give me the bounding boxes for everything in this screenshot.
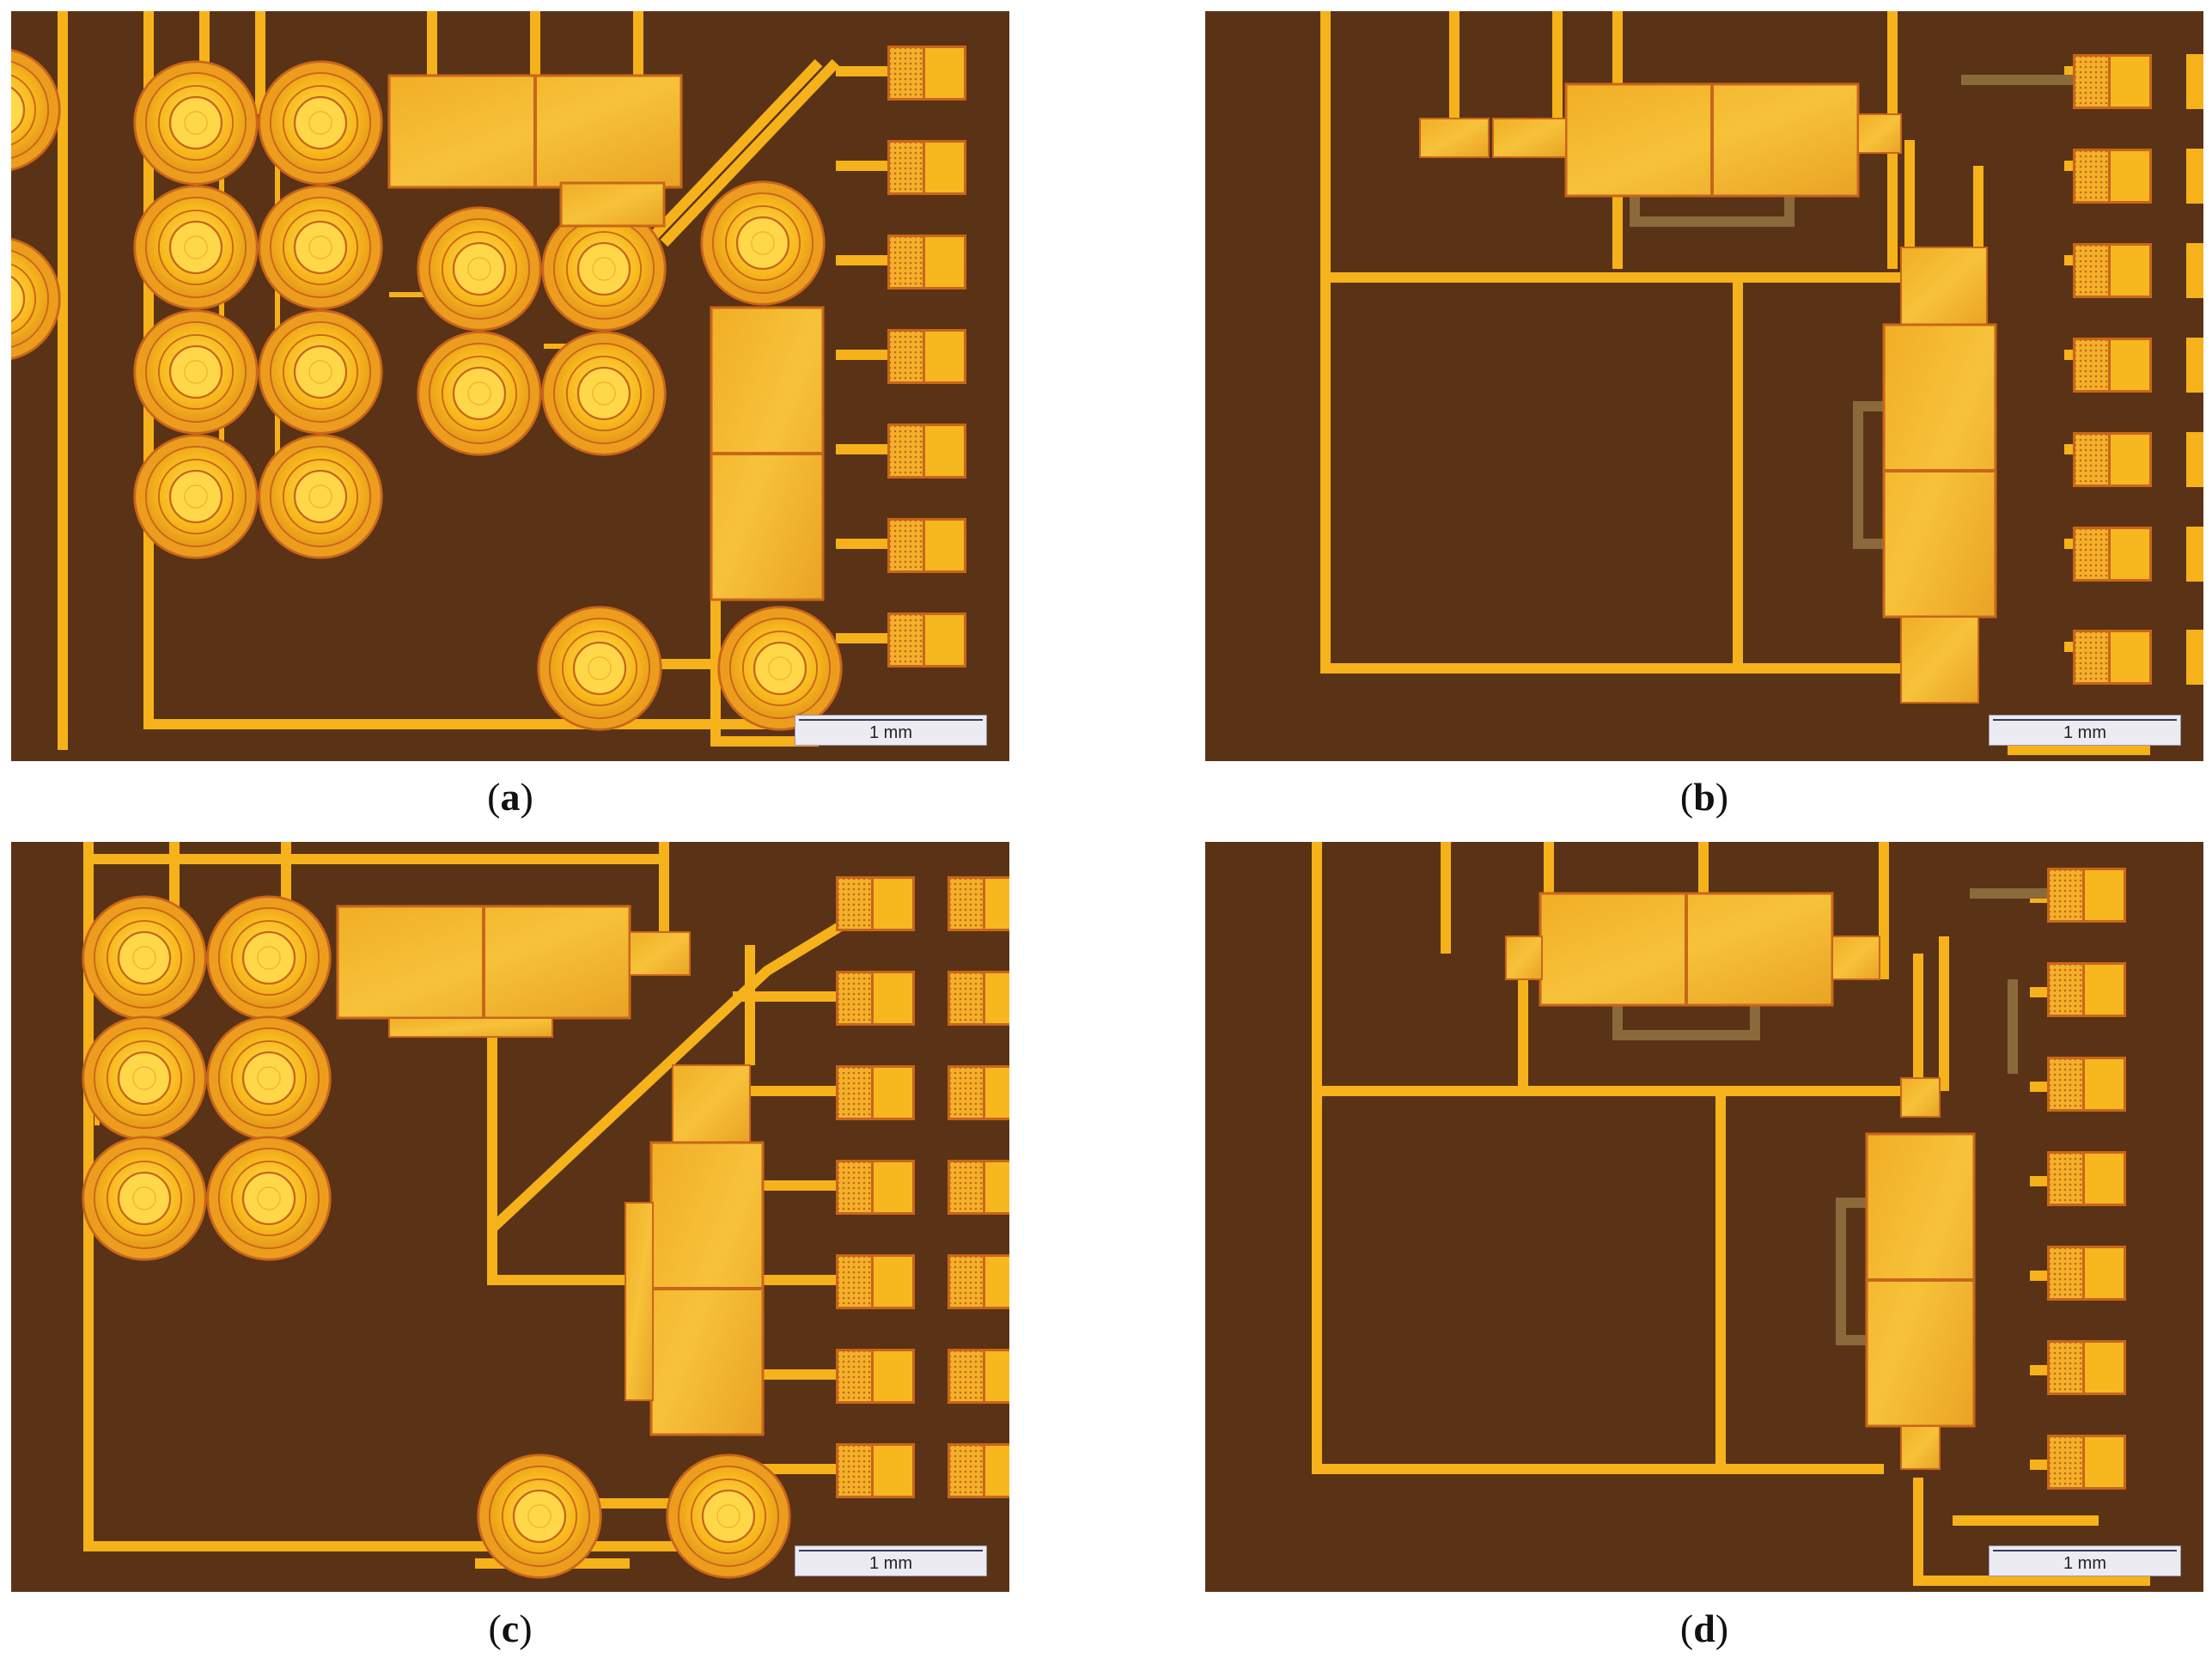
micrograph-panel-c: 1 mm: [11, 842, 1009, 1592]
micrograph-panel-a: 1 mm: [11, 11, 1009, 761]
micrograph-panel-d: 1 mm: [1205, 842, 2203, 1592]
micrograph-a-image: [11, 11, 1009, 761]
scale-bar: 1 mm: [1989, 715, 2181, 746]
scale-bar-line: [799, 1550, 983, 1551]
panel-label-c: (c): [488, 1606, 533, 1650]
micrograph-d-image: [1205, 842, 2203, 1592]
scale-bar: 1 mm: [795, 715, 987, 746]
scale-bar-label: 1 mm: [869, 1554, 912, 1573]
scale-bar-line: [799, 719, 983, 721]
scale-bar-label: 1 mm: [2063, 723, 2106, 742]
panel-label-d: (d): [1679, 1606, 1729, 1650]
micrograph-c-image: [11, 842, 1009, 1592]
micrograph-b-image: [1205, 11, 2203, 761]
scale-bar: 1 mm: [795, 1545, 987, 1576]
panel-label-b: (b): [1679, 775, 1729, 819]
scale-bar-label: 1 mm: [869, 723, 912, 742]
scale-bar-line: [1993, 1550, 2177, 1551]
scale-bar-line: [1993, 719, 2177, 721]
scale-bar: 1 mm: [1989, 1545, 2181, 1576]
micrograph-panel-b: 1 mm: [1205, 11, 2203, 761]
scale-bar-label: 1 mm: [2063, 1554, 2106, 1573]
panel-label-a: (a): [487, 775, 533, 819]
